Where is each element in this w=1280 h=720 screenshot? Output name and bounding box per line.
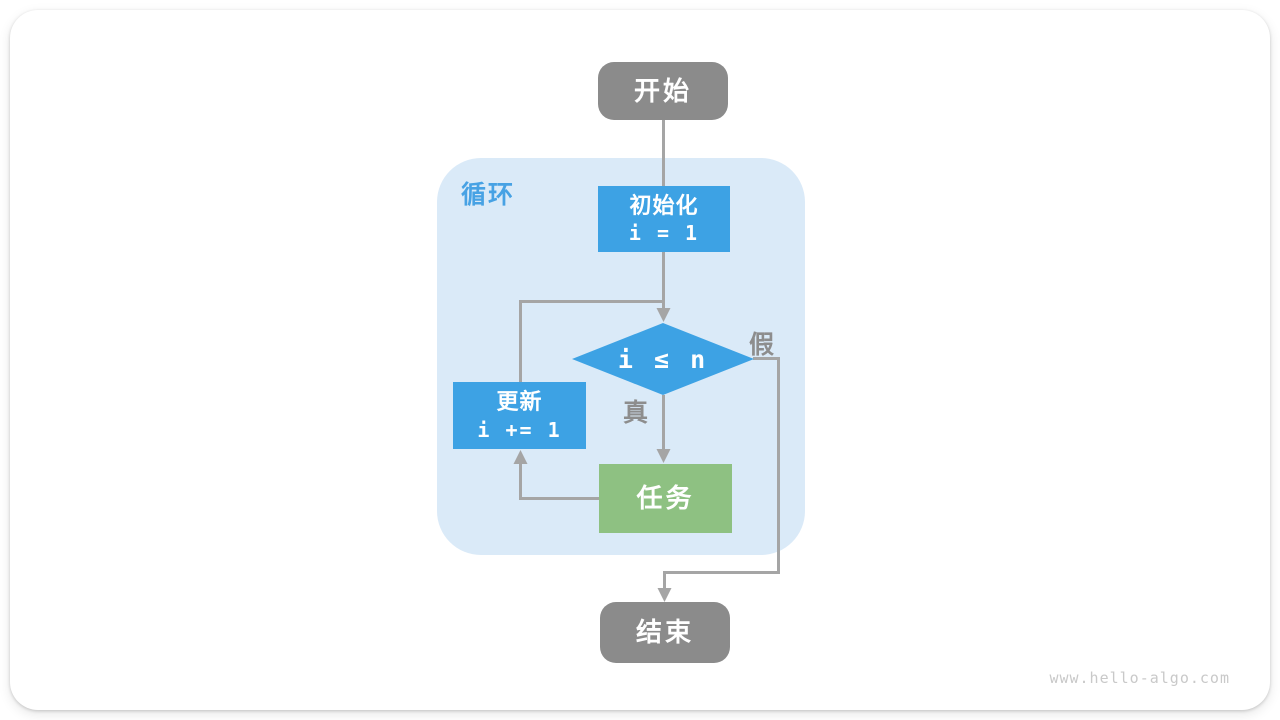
arrowhead-end [657, 588, 672, 602]
branch-label-true: 真 [623, 399, 649, 427]
branch-label-false: 假 [749, 331, 775, 359]
node-start: 开始 [598, 62, 728, 120]
node-condition-label: i ≤ n [617, 344, 709, 374]
loop-region-label: 循环 [461, 181, 516, 209]
watermark: www.hello-algo.com [1049, 669, 1230, 687]
node-start-label: 开始 [633, 75, 692, 106]
node-update: 更新 i += 1 [453, 382, 586, 449]
node-update-label: 更新 [496, 389, 543, 415]
node-initialize-label: 初始化 [629, 192, 699, 218]
node-end-label: 结束 [635, 617, 694, 648]
node-initialize: 初始化 i = 1 [598, 186, 730, 252]
node-task-label: 任务 [636, 483, 695, 514]
flowchart-card: 循环 开始 初始化 i = 1 i ≤ n 假 真 更新 i += 1 任务 结… [10, 10, 1270, 710]
node-end: 结束 [600, 602, 730, 663]
node-initialize-code: i = 1 [628, 221, 700, 246]
node-update-code: i += 1 [477, 417, 562, 442]
node-task: 任务 [599, 464, 732, 533]
